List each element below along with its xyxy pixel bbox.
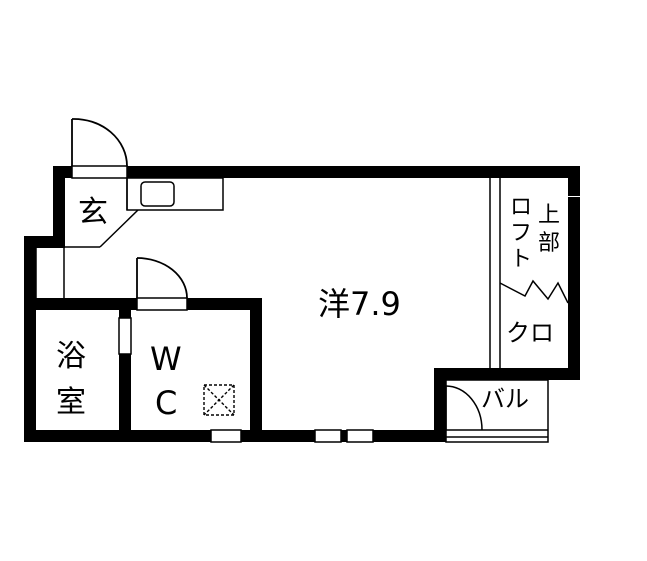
loft-label-5: 部 — [538, 231, 560, 256]
balcony-label: バル — [481, 385, 529, 413]
loft-label-2: フ — [510, 221, 532, 246]
genkan-label: 玄 — [78, 195, 108, 230]
ventilation-fan-icon — [203, 384, 235, 416]
loft-closet-lines — [489, 178, 569, 368]
loft-label-3: ト — [510, 247, 532, 272]
loft-label-4: 上 — [538, 203, 560, 228]
bath-label-top: 浴 — [56, 339, 86, 374]
closet-label: クロ — [506, 319, 554, 347]
western-room-label: 洋7.9 — [318, 285, 401, 323]
bath-label-bottom: 室 — [56, 385, 86, 420]
genkan-lines — [35, 177, 224, 298]
wc-label-bottom: C — [155, 384, 177, 422]
entrance-door — [71, 118, 128, 167]
wc-door — [136, 257, 188, 299]
wc-label-top: W — [150, 340, 182, 378]
balcony-outline — [445, 379, 549, 443]
openings — [71, 165, 580, 443]
loft-label-1: ロ — [510, 195, 532, 220]
